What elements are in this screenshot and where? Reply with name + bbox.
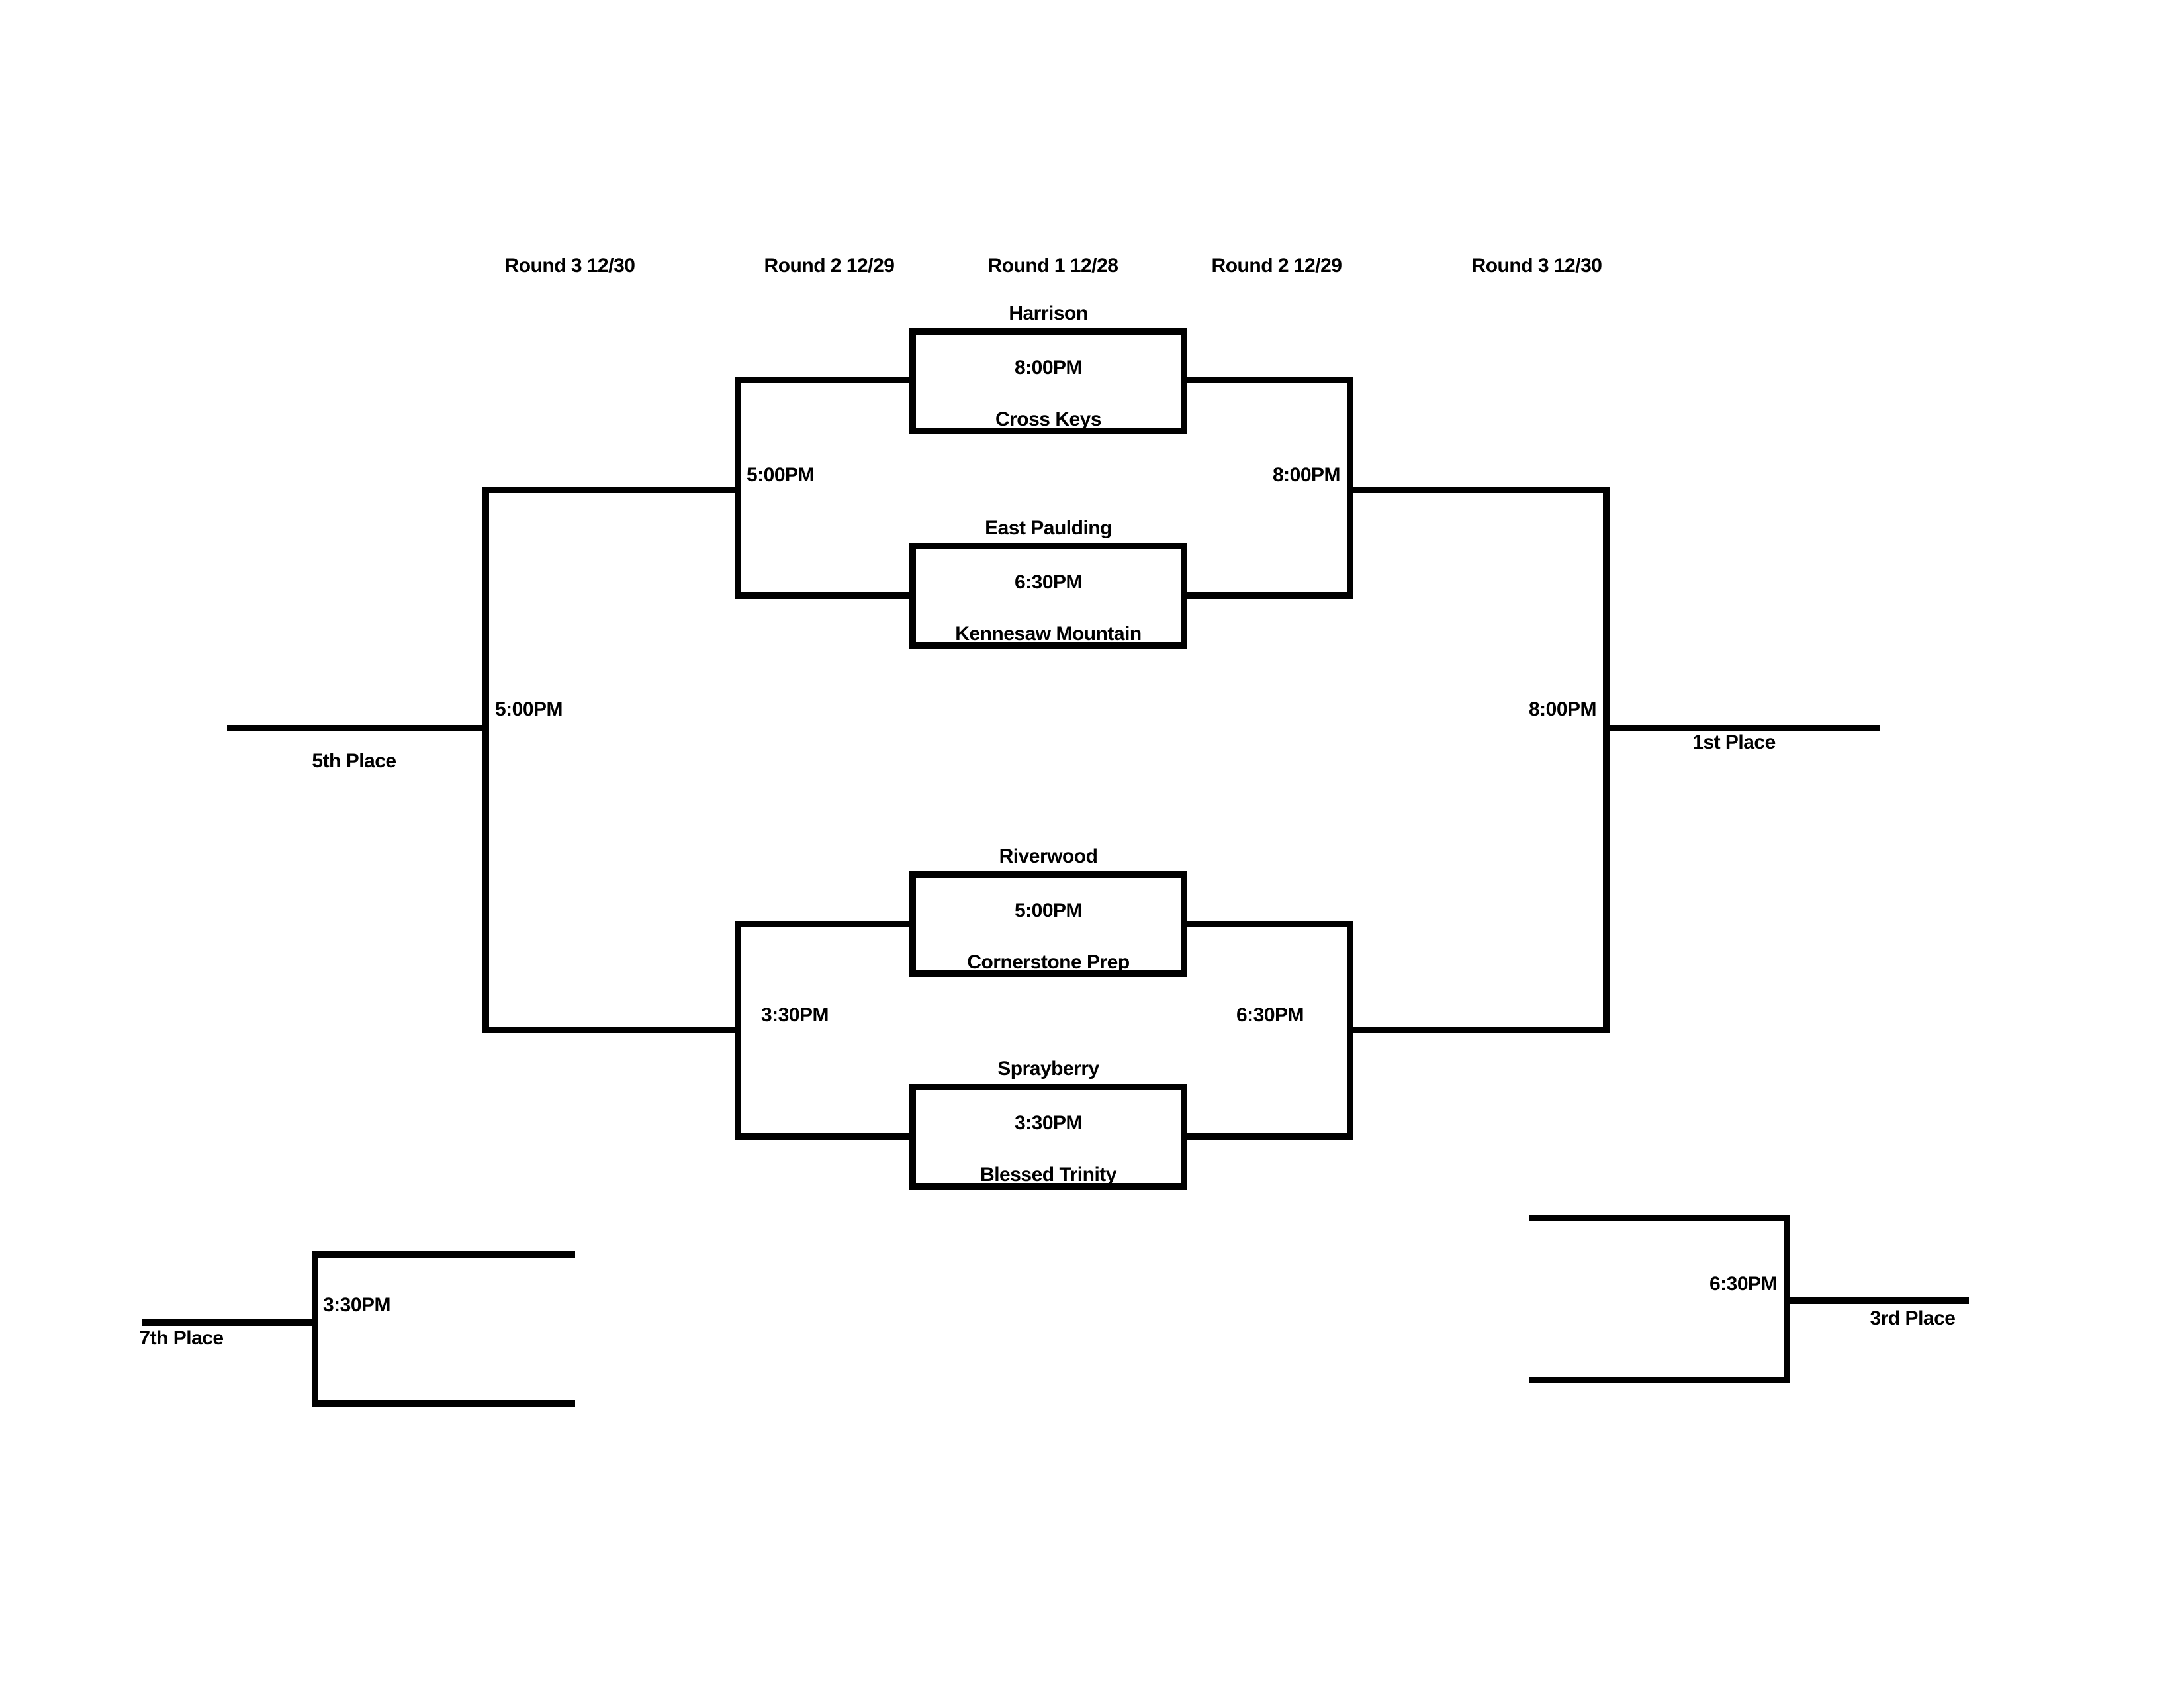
seventh-place-top-line — [315, 1251, 575, 1258]
round2-lower-right-stub-line — [1350, 1027, 1610, 1033]
game1-bottom-team: Cross Keys — [995, 408, 1102, 430]
game2-bottom-team: Kennesaw Mountain — [955, 623, 1142, 645]
third-place-label: 3rd Place — [1870, 1307, 1956, 1329]
fifth-place-label: 5th Place — [312, 750, 396, 772]
round2-upper-left-time: 5:00PM — [747, 464, 815, 486]
game3-bottom-team: Cornerstone Prep — [967, 951, 1130, 973]
third-place-top-line — [1529, 1215, 1790, 1221]
game4-left-connector-line — [738, 1133, 909, 1140]
seventh-place-label: 7th Place — [139, 1327, 224, 1349]
game2-box — [909, 543, 1187, 649]
game1-left-connector-line — [738, 377, 909, 383]
fifth-place-vertical-line — [482, 487, 489, 1033]
championship-time: 8:00PM — [1528, 698, 1597, 720]
round-header-left-r2: Round 2 12/29 — [764, 255, 895, 277]
third-place-time: 6:30PM — [1709, 1273, 1778, 1295]
round-header-left-r3: Round 3 12/30 — [504, 255, 635, 277]
game1-top-team: Harrison — [1009, 303, 1088, 324]
seventh-place-stub-line — [142, 1319, 315, 1326]
first-place-label: 1st Place — [1692, 731, 1776, 753]
game4-time: 3:30PM — [1014, 1112, 1083, 1134]
round2-upper-left-stub-line — [486, 487, 741, 493]
game2-top-team: East Paulding — [985, 517, 1112, 539]
round-header-r1: Round 1 12/28 — [987, 255, 1118, 277]
game4-top-team: Sprayberry — [997, 1058, 1099, 1080]
seventh-place-vertical-line — [312, 1251, 318, 1407]
round-header-right-r3: Round 3 12/30 — [1471, 255, 1602, 277]
seventh-place-bottom-line — [315, 1400, 575, 1407]
fifth-place-time: 5:00PM — [495, 698, 563, 720]
game1-box — [909, 328, 1187, 434]
game3-left-connector-line — [738, 921, 909, 927]
round2-lower-right-time: 6:30PM — [1236, 1004, 1304, 1026]
round-header-right-r2: Round 2 12/29 — [1211, 255, 1342, 277]
game2-left-connector-line — [738, 592, 909, 599]
game2-right-connector-line — [1187, 592, 1353, 599]
game1-time: 8:00PM — [1014, 357, 1083, 379]
third-place-bottom-line — [1529, 1377, 1790, 1383]
game3-top-team: Riverwood — [999, 845, 1098, 867]
round2-upper-right-time: 8:00PM — [1272, 464, 1341, 486]
game4-bottom-team: Blessed Trinity — [980, 1164, 1116, 1186]
round2-upper-right-stub-line — [1350, 487, 1610, 493]
championship-vertical-line — [1603, 487, 1610, 1033]
third-place-stub-line — [1787, 1297, 1969, 1304]
fifth-place-stub-line — [227, 725, 486, 731]
game1-right-connector-line — [1187, 377, 1353, 383]
game3-right-connector-line — [1187, 921, 1353, 927]
first-place-stub-line — [1606, 725, 1880, 731]
game3-time: 5:00PM — [1014, 900, 1083, 921]
seventh-place-time: 3:30PM — [323, 1294, 391, 1316]
round2-lower-left-stub-line — [486, 1027, 741, 1033]
game4-box — [909, 1084, 1187, 1190]
game4-right-connector-line — [1187, 1133, 1353, 1140]
game3-box — [909, 871, 1187, 977]
round2-lower-left-time: 3:30PM — [761, 1004, 829, 1026]
game2-time: 6:30PM — [1014, 571, 1083, 593]
